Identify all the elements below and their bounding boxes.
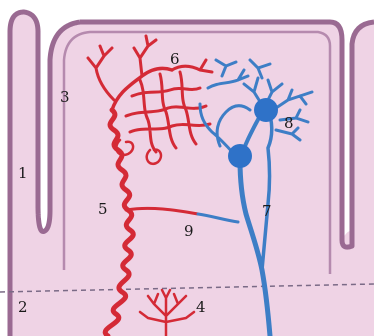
vein-node-lower xyxy=(228,144,252,168)
label-9: 9 xyxy=(184,222,194,240)
label-1: 1 xyxy=(18,164,28,182)
label-2: 2 xyxy=(18,298,28,316)
label-8: 8 xyxy=(284,114,294,132)
label-4: 4 xyxy=(196,298,206,316)
label-6: 6 xyxy=(170,50,180,68)
label-3: 3 xyxy=(60,88,70,106)
label-7: 7 xyxy=(262,202,272,220)
vein-node-upper xyxy=(254,98,278,122)
label-5: 5 xyxy=(98,200,108,218)
